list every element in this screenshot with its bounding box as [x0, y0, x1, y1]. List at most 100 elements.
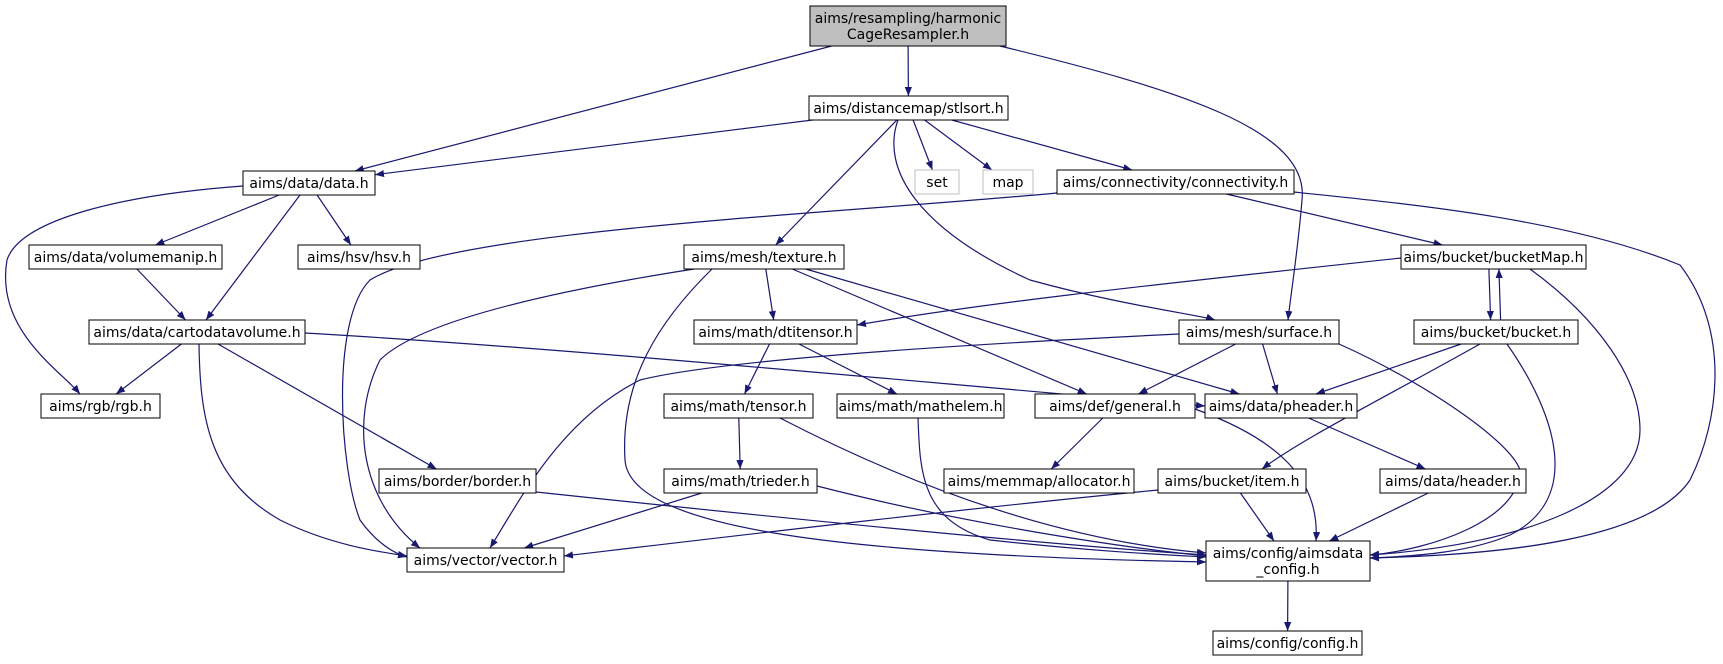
node-label: aims/rgb/rgb.h — [49, 399, 152, 415]
edge-item-to-aimsdata_config — [1239, 492, 1275, 542]
node-label: aims/data/header.h — [1385, 474, 1521, 490]
node-vector[interactable]: aims/vector/vector.h — [406, 547, 565, 573]
node-rgb[interactable]: aims/rgb/rgb.h — [40, 393, 161, 419]
edge-cartodatavolume-to-rgb — [115, 343, 182, 395]
node-box — [809, 5, 1007, 47]
node-label: aims/memmap/allocator.h — [948, 474, 1131, 490]
edge-data-to-cartodatavolume — [205, 194, 301, 321]
edge-pheader-to-header — [1308, 417, 1426, 470]
edge-connectivity-to-vector — [341, 192, 1058, 558]
node-box — [1178, 319, 1340, 345]
node-tensor[interactable]: aims/math/tensor.h — [663, 393, 814, 419]
node-border[interactable]: aims/border/border.h — [378, 468, 537, 494]
edge-connectivity-to-aimsdata_config — [1293, 191, 1716, 562]
node-texture[interactable]: aims/mesh/texture.h — [683, 244, 845, 270]
node-bucket[interactable]: aims/bucket/bucket.h — [1413, 319, 1579, 345]
node-box — [1056, 169, 1295, 195]
node-label: CageResampler.h — [847, 27, 969, 43]
edge-stlsort-to-texture — [775, 119, 898, 246]
edge-stlsort-to-data — [374, 119, 813, 178]
edge-stlsort-to-connectivity — [951, 119, 1133, 172]
edge-mathelem-to-aimsdata_config — [917, 417, 1207, 561]
edge-data-to-volumemanip — [155, 194, 280, 246]
node-config[interactable]: aims/config/config.h — [1212, 630, 1363, 656]
node-box — [1157, 468, 1307, 494]
edge-general-to-allocator — [1050, 417, 1104, 470]
node-dtitensor[interactable]: aims/math/dtitensor.h — [693, 319, 858, 345]
node-label: aims/data/pheader.h — [1209, 399, 1354, 415]
node-stlsort[interactable]: aims/distancemap/stlsort.h — [808, 95, 1009, 121]
edge-texture-to-pheader — [805, 268, 1240, 395]
node-label: aims/hsv/hsv.h — [307, 250, 411, 266]
nodes-layer: aims/resampling/harmonicCageResampler.ha… — [28, 5, 1587, 656]
node-box — [406, 547, 565, 573]
edge-texture-to-aimsdata_config — [623, 268, 1207, 566]
node-trieder[interactable]: aims/math/trieder.h — [663, 468, 818, 494]
edge-header-to-aimsdata_config — [1329, 492, 1429, 542]
node-box — [378, 468, 537, 494]
node-label: aims/math/tensor.h — [670, 399, 806, 415]
edge-bucket-to-bucketmap — [1495, 268, 1503, 321]
node-aimsdata-config[interactable]: aims/config/aimsdata_config.h — [1205, 540, 1371, 582]
edge-bucket-to-aimsdata_config — [1369, 343, 1556, 562]
node-pheader[interactable]: aims/data/pheader.h — [1204, 393, 1358, 419]
edges-layer — [4, 45, 1716, 632]
edge-bucket-to-pheader — [1315, 343, 1462, 395]
node-label: aims/math/mathelem.h — [838, 399, 1002, 415]
node-label: aims/data/cartodatavolume.h — [93, 325, 300, 341]
edge-dtitensor-to-tensor — [743, 343, 771, 395]
node-box — [663, 468, 818, 494]
node-box — [1212, 630, 1363, 656]
node-map[interactable]: map — [982, 169, 1034, 195]
node-mathelem[interactable]: aims/math/mathelem.h — [836, 393, 1005, 419]
node-header[interactable]: aims/data/header.h — [1379, 468, 1527, 494]
node-box — [1034, 393, 1196, 419]
node-volumemanip[interactable]: aims/data/volumemanip.h — [28, 244, 223, 270]
node-label: aims/bucket/bucket.h — [1421, 325, 1572, 341]
node-label: aims/mesh/surface.h — [1186, 325, 1332, 341]
node-label: aims/def/general.h — [1049, 399, 1181, 415]
node-box — [1413, 319, 1579, 345]
node-label: aims/border/border.h — [384, 474, 531, 490]
node-data[interactable]: aims/data/data.h — [242, 170, 376, 196]
edge-cartodatavolume-to-border — [217, 343, 437, 470]
node-set[interactable]: set — [914, 169, 960, 195]
node-general[interactable]: aims/def/general.h — [1034, 393, 1196, 419]
node-item[interactable]: aims/bucket/item.h — [1157, 468, 1307, 494]
edge-harmonic-to-surface — [999, 45, 1303, 321]
edge-data-to-hsv — [316, 194, 352, 246]
node-bucketmap[interactable]: aims/bucket/bucketMap.h — [1400, 244, 1587, 270]
node-box — [808, 95, 1009, 121]
edge-tensor-to-trieder — [736, 417, 744, 470]
node-connectivity[interactable]: aims/connectivity/connectivity.h — [1056, 169, 1295, 195]
edge-cartodatavolume-to-vector — [198, 343, 408, 559]
node-box — [88, 319, 306, 345]
node-cartodatavolume[interactable]: aims/data/cartodatavolume.h — [88, 319, 306, 345]
edge-stlsort-to-set — [912, 119, 933, 171]
node-box — [297, 244, 421, 270]
node-box — [683, 244, 845, 270]
node-allocator[interactable]: aims/memmap/allocator.h — [943, 468, 1135, 494]
edge-trieder-to-vector — [524, 492, 702, 549]
node-surface[interactable]: aims/mesh/surface.h — [1178, 319, 1340, 345]
node-label: aims/data/volumemanip.h — [34, 250, 217, 266]
edge-general-to-aimsdata_config — [1194, 408, 1321, 542]
node-label: aims/connectivity/connectivity.h — [1063, 175, 1288, 191]
node-hsv[interactable]: aims/hsv/hsv.h — [297, 244, 421, 270]
node-label: aims/bucket/item.h — [1165, 474, 1300, 490]
edge-connectivity-to-bucketmap — [1226, 193, 1443, 247]
node-label: aims/math/dtitensor.h — [698, 325, 852, 341]
node-box — [914, 169, 960, 195]
node-box — [1379, 468, 1527, 494]
node-label: map — [992, 175, 1023, 191]
edge-dtitensor-to-mathelem — [798, 343, 898, 395]
node-label: aims/config/aimsdata — [1213, 546, 1364, 562]
edge-texture-to-general — [792, 268, 1087, 395]
edge-trieder-to-aimsdata_config — [816, 485, 1207, 559]
node-label: aims/resampling/harmonic — [815, 11, 1001, 27]
edge-bucketmap-to-dtitensor — [856, 257, 1402, 327]
edge-border-to-aimsdata_config — [535, 491, 1207, 559]
edge-data-to-rgb — [4, 185, 244, 395]
edge-stlsort-to-map — [924, 119, 993, 171]
